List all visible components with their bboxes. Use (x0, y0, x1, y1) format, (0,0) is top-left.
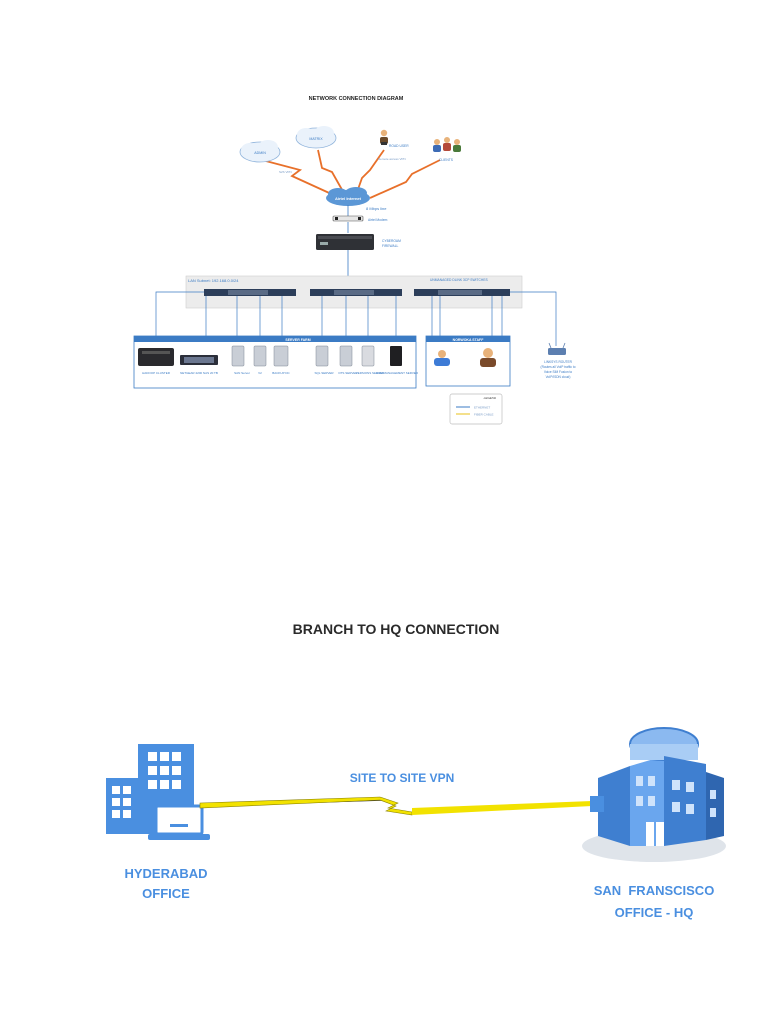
v2-server-icon (253, 345, 267, 367)
server-label-3: SAN Server (234, 371, 250, 375)
matrix-cloud-label: MATRIX (309, 137, 323, 141)
staff-user-icon (434, 350, 450, 366)
dts-server-icon (339, 345, 353, 367)
server-label-2: NETGEAR 4200 NAS 20 TB (180, 371, 218, 375)
server-label-1: HADOOP CLUSTER (142, 371, 171, 375)
versions-server-icon (361, 345, 375, 367)
server-label-6: SQL SERVER (314, 371, 334, 375)
sql-server-icon (315, 345, 329, 367)
admin-cloud-label: ADMIN (254, 151, 266, 155)
modem-label: Airtel Modem (368, 218, 388, 222)
hyderabad-building-icon (106, 744, 194, 834)
switch-1 (204, 289, 296, 296)
server-label-8: VERSIONS SERVER (356, 371, 385, 375)
matrix-cloud: MATRIX (295, 126, 337, 149)
server-label-9: CAM MANAGEMENT SERVER (376, 371, 419, 375)
link-matrix (317, 149, 346, 196)
internet-label: Airtel Internet (335, 196, 362, 201)
link-clients (369, 159, 441, 199)
remote-vpn-label: Remote access VPN (378, 157, 406, 161)
network-title: NETWORK CONNECTION DIAGRAM (309, 96, 404, 102)
cam-server-icon (390, 346, 402, 366)
link-admin (261, 159, 339, 198)
hq-label-line2: OFFICE - HQ (615, 905, 694, 920)
hq-label-line1: SAN FRANSCISCO (594, 883, 715, 898)
lan-subnet-label: LAN Subnet: 192.168.0.0/24 (188, 278, 239, 283)
branch-title: BRANCH TO HQ CONNECTION (293, 621, 500, 637)
road-user-icon (380, 129, 388, 145)
road-user-label: ROAD USER (389, 144, 409, 148)
link-road-user (355, 149, 385, 196)
internet-speed-label: 8 Mbps line (366, 206, 387, 211)
s2s-vpn-label: S2S VPN (279, 170, 292, 174)
admin-cloud: ADMIN (239, 140, 281, 163)
hyderabad-label-line2: OFFICE (142, 886, 190, 901)
hyderabad-label-line1: HYDERABAD (124, 866, 207, 881)
legend-fiber-label: FIBER CABLE (474, 413, 494, 417)
vpn-label: SITE TO SITE VPN (350, 771, 454, 785)
san-server-icon (231, 345, 245, 367)
firewall-label-line1: CYBEROAM (382, 239, 401, 243)
switch-2 (310, 289, 402, 296)
legend-box (449, 393, 503, 425)
server-label-7: DTS SERVER (338, 371, 358, 375)
server-label-5: BACKUP DC (272, 371, 290, 375)
server-label-4: V2 (258, 371, 262, 375)
server-farm-title: SERVER FARM (285, 338, 310, 342)
firewall-label-line2: FIREWALL (382, 244, 399, 248)
router-label-1: LINKSYS ROUTER (544, 360, 573, 364)
switches-label: UNMANAGED DLINK 3CP SWITCHES (430, 278, 488, 282)
hq-building-icon (582, 727, 726, 862)
router-label-3: Voice SIM Fusion to (544, 370, 573, 374)
staff-title: NORWOKA STAFF (453, 338, 485, 342)
router-label-4: VoIP/ISDN cloud) (546, 375, 571, 379)
clients-label: CLIENTS (439, 158, 454, 162)
hyderabad-laptop-icon (148, 804, 210, 840)
staff-manager-icon (480, 348, 496, 367)
legend-title: LEGEND (484, 396, 497, 400)
switch-3 (414, 289, 510, 296)
vpn-link (199, 796, 593, 816)
router-label-2: (Routes all VoIP traffic to (541, 365, 576, 369)
clients-icon (433, 137, 461, 152)
nas-icon (180, 355, 218, 365)
firewall-icon (316, 234, 374, 250)
router-icon (548, 342, 566, 355)
legend-ethernet-label: ETHERNET (474, 406, 490, 410)
modem-icon (332, 215, 364, 222)
internet-cloud: Airtel Internet (326, 187, 370, 206)
backup-dc-icon (273, 345, 289, 367)
hadoop-cluster-icon (138, 348, 174, 366)
wan-links (261, 149, 441, 199)
